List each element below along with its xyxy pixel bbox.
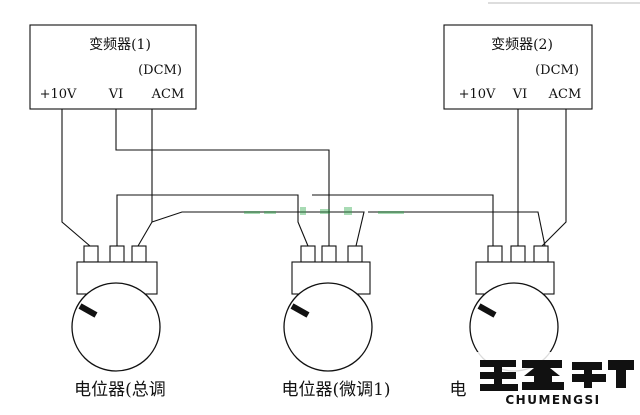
wire-inv1-acm-pot1 xyxy=(137,109,153,247)
potentiometer-coarse: 电位器(总调 xyxy=(71,245,166,400)
pot3-terminal-right xyxy=(533,245,549,263)
wire-pot1-wiper-pot2 xyxy=(116,194,309,247)
inverter-2-box xyxy=(443,24,593,110)
pot3-label: 电 xyxy=(450,380,467,400)
inverter-2-terminal-vi: VI xyxy=(512,87,528,102)
inverter-2-terminal-acm: ACM xyxy=(548,87,582,102)
potentiometer-third: 电 xyxy=(450,245,559,400)
inverter-1-box xyxy=(29,24,197,110)
inverter-1-terminal-acm: ACM xyxy=(151,87,185,102)
pot2-terminal-left xyxy=(300,245,316,263)
wire-inv2-acm-pot3 xyxy=(541,109,567,247)
logo-watermark: CHUMENGSI xyxy=(470,352,640,408)
pot2-label: 电位器(微调1) xyxy=(281,380,390,400)
center-watermark xyxy=(244,207,404,215)
pot1-terminal-right xyxy=(131,245,147,263)
pot1-label: 电位器(总调 xyxy=(74,380,166,400)
pot1-terminal-wiper xyxy=(109,245,125,263)
pot2-terminal-wiper xyxy=(321,245,337,263)
inverter-2-mode: (DCM) xyxy=(535,63,579,78)
wire-pot2-pot3-lower xyxy=(368,211,546,247)
pot1-terminal-left xyxy=(83,245,99,263)
pot1-knob-pointer xyxy=(78,303,98,318)
logo-emblem xyxy=(480,360,634,391)
inverter-1-mode: (DCM) xyxy=(138,63,182,78)
inverter-1: 变频器(1) (DCM) +10V VI ACM xyxy=(29,24,197,110)
pot3-terminal-wiper xyxy=(510,245,526,263)
inverter-2-title: 变频器(2) xyxy=(491,37,553,53)
wire-pot2-pot3-upper xyxy=(312,194,494,246)
inverter-1-title: 变频器(1) xyxy=(89,37,151,53)
wire-pot1-acm-pot2 xyxy=(151,211,365,247)
inverter-2: 变频器(2) (DCM) +10V VI ACM xyxy=(443,24,593,110)
wiring xyxy=(61,109,567,247)
pot2-dial xyxy=(283,282,373,372)
pot2-terminal-right xyxy=(347,245,363,263)
pot1-dial xyxy=(71,282,161,372)
potentiometer-fine: 电位器(微调1) xyxy=(281,245,391,400)
wire-inv1-vi-pot2 xyxy=(115,109,330,246)
inverter-2-terminal-10v: +10V xyxy=(459,87,496,102)
inverter-1-terminal-10v: +10V xyxy=(40,87,77,102)
logo-brand-text: CHUMENGSI xyxy=(505,393,600,407)
inverter-1-terminal-vi: VI xyxy=(108,87,124,102)
pot2-knob-pointer xyxy=(290,303,310,318)
wire-inv1-10v-pot1 xyxy=(61,109,91,247)
pot3-knob-pointer xyxy=(477,303,497,318)
pot3-terminal-left xyxy=(487,245,503,263)
